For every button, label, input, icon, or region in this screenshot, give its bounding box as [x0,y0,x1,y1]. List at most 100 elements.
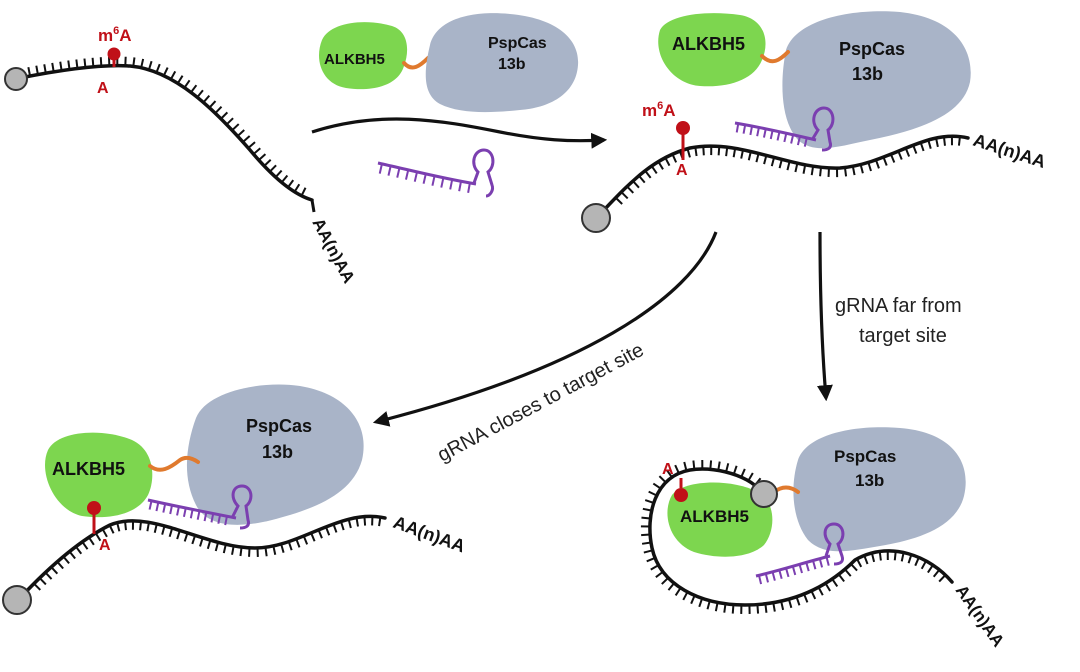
backbone-tick [191,535,197,545]
alkbh5-label: ALKBH5 [52,459,125,479]
backbone-tick [176,506,180,516]
pspcas13b-blob [782,11,971,149]
backbone-tick [785,567,790,578]
backbone-tick [168,527,174,538]
backbone-tick [458,181,462,192]
backbone-tick [803,137,808,147]
backbone-tick [725,147,729,157]
backbone-tick [698,597,704,608]
backbone-tick [124,521,127,531]
backbone-tick [763,155,768,165]
backbone-tick [196,510,201,520]
backbone-tick [236,129,245,137]
backbone-tick [274,169,283,178]
backbone-tick [153,523,158,533]
backbone-tick [856,558,863,568]
backbone-tick [422,173,427,184]
backbone-tick [139,521,143,531]
backbone-tick [802,164,807,174]
backbone-tick [94,532,102,542]
backbone-tick [882,156,888,166]
backbone-tick [146,522,150,532]
rna-backbone-ticks [33,516,382,591]
backbone-tick [778,569,783,580]
backbone-tick [803,593,809,603]
backbone-tick [162,67,169,77]
backbone-tick [293,183,301,193]
backbone-tick [762,128,767,138]
backbone-tick [690,595,696,605]
backbone-tick [914,557,920,567]
backbone-tick [907,554,913,564]
alkbh5-label: ALKBH5 [680,507,749,526]
backbone-tick [99,57,103,67]
cas13b-label: 13b [262,442,293,462]
alkbh5-label: ALKBH5 [672,34,745,54]
grna-base-ticks [758,556,830,585]
backbone-tick [222,544,227,554]
backbone-tick [706,600,711,610]
backbone-tick [272,545,277,555]
backbone-tick [363,516,367,526]
backbone-tick [770,157,776,167]
panel-bound-complex: PspCas 13b ALKBH5 m6A A AA(n)AA [581,11,1048,233]
backbone-tick [203,511,208,522]
backbone-tick [790,134,795,144]
backbone-tick [632,180,640,189]
backbone-tick [658,475,667,484]
backbone-tick [220,111,229,120]
poly-a-tail-label: AA(n)AA [971,130,1048,172]
backbone-tick [183,532,189,542]
panel-grna-close: PspCas 13b ALKBH5 A AA(n)AA [2,384,468,615]
grna-base-ticks [735,123,808,147]
grna-spacer [755,554,831,578]
backbone-tick [38,577,47,586]
backbone-tick [831,578,839,587]
grna-reagent [377,148,495,198]
a-dot [87,501,101,515]
backbone-tick [850,563,858,572]
backbone-tick [280,174,289,184]
backbone-tick [778,159,783,169]
backbone-tick [758,575,763,585]
backbone-tick [932,569,941,578]
backbone-tick [843,167,848,177]
grna-hairpin [810,106,835,152]
backbone-tick [747,151,752,161]
backbone-tick [805,562,810,572]
backbone-tick [280,543,285,553]
backbone-tick [837,573,845,583]
backbone-tick [258,153,267,161]
backbone-tick [332,523,338,533]
backbone-tick [378,516,382,527]
backbone-tick [155,502,160,512]
backbone-tick [88,536,95,546]
backbone-tick [302,535,309,545]
backbone-tick [682,591,689,601]
backbone-tick [208,100,217,109]
backbone-tick [396,167,401,178]
backbone-tick [825,556,830,566]
backbone-tick [615,197,623,205]
backbone-tick [824,582,832,592]
backbone-tick [199,537,204,547]
backbone-tick [231,123,240,131]
adenosine-mark: A [662,461,688,502]
backbone-tick [642,507,652,512]
backbone-tick [56,561,64,570]
backbone-tick [161,525,166,535]
backbone-tick [43,64,47,74]
pspcas-label: PspCas [246,416,312,436]
backbone-tick [927,564,934,574]
backbone-tick [859,164,864,174]
backbone-tick [295,538,301,548]
backbone-tick [796,136,801,146]
backbone-tick [776,131,781,141]
backbone-tick [714,602,719,612]
backbone-tick [147,60,153,71]
backbone-tick [81,541,89,550]
backbone-tick [169,504,174,515]
grna-hairpin [230,484,253,530]
backbone-tick [650,564,660,571]
